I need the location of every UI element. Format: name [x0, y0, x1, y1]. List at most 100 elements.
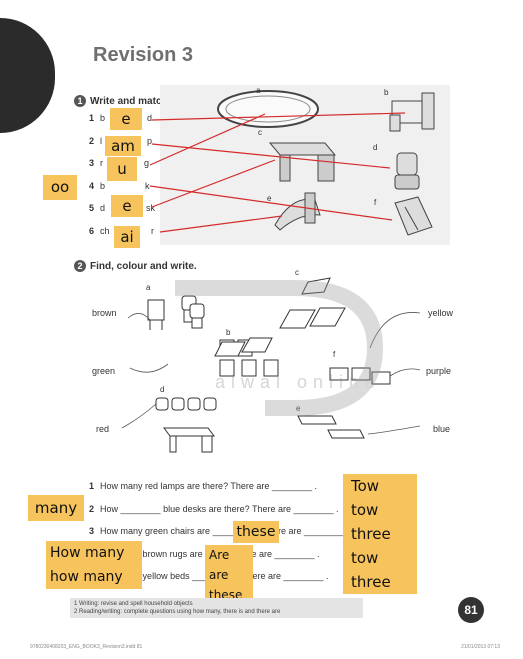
question-text: How ________ blue desks are there? There…: [100, 504, 339, 514]
answer-right-5: three: [351, 573, 391, 591]
bed-picture: [389, 92, 435, 132]
footnote-line-2: 2 Reading/writing: complete questions us…: [74, 609, 281, 615]
answer-column-right: Tow tow three tow three: [343, 474, 417, 594]
word-prefix: b: [100, 181, 106, 191]
find-scene: [121, 277, 420, 453]
print-slug: 9780230408203_ENG_BOOK3_Revision3.indd 8…: [30, 644, 500, 650]
answer-right-3: three: [351, 525, 391, 543]
answer-right-1: Tow: [351, 477, 380, 495]
answer-these: these: [233, 521, 279, 543]
section-number: 2: [74, 260, 86, 272]
question-number: 2: [89, 504, 95, 514]
scene-label-f: f: [333, 350, 336, 359]
fill-answer-6: ai: [114, 226, 140, 248]
match-pictures: [160, 85, 450, 245]
print-slug-file: 9780230408203_ENG_BOOK3_Revision3.indd 8…: [30, 644, 143, 650]
book-picture: [394, 196, 433, 236]
word-suffix: sk: [146, 203, 155, 213]
answer-right-4: tow: [351, 549, 379, 567]
match-line-6: [159, 215, 283, 233]
fill-answer-2: am: [105, 136, 141, 156]
lamps-top: [181, 295, 205, 329]
fill-answer-5: e: [111, 195, 143, 217]
section-1-heading: 1 Write and match.: [74, 95, 170, 107]
pic-label-a: a: [256, 86, 261, 95]
question-2: 2 How ________ blue desks are there? Ther…: [89, 504, 339, 514]
scene-label-a: a: [146, 283, 151, 292]
question-number: 1: [89, 481, 95, 491]
row-number: 3: [89, 158, 95, 168]
label-line-purple: [389, 368, 420, 377]
match-line-3: [149, 113, 266, 166]
row-number: 5: [89, 203, 95, 213]
beds-f: [329, 367, 391, 385]
row-number: 2: [89, 136, 95, 146]
pic-label-d: d: [373, 143, 378, 152]
lamp-picture: [394, 152, 420, 190]
answer-right-2: tow: [351, 501, 379, 519]
word-prefix: ch: [100, 226, 110, 236]
label-line-green: [129, 363, 169, 373]
row-number: 1: [89, 113, 95, 123]
colour-green: green: [92, 366, 116, 376]
match-line-1: [151, 112, 406, 121]
scene-label-e: e: [296, 404, 301, 413]
watermark-logo: alwal online: [175, 280, 384, 416]
section-title: Write and match.: [90, 96, 171, 107]
row-number: 6: [89, 226, 95, 236]
footnote-line-1: 1 Writing: revise and spell household ob…: [74, 601, 193, 607]
answer-how-many-box: How many how many: [46, 541, 142, 589]
section-number: 1: [74, 95, 86, 107]
pic-label-c: c: [258, 128, 262, 137]
word-prefix: d: [100, 203, 106, 213]
label-line-brown: [127, 313, 151, 321]
fill-answer-1: e: [110, 108, 142, 130]
label-line-blue: [367, 425, 420, 435]
word-suffix: d: [147, 113, 153, 123]
word-prefix: r: [100, 158, 104, 168]
colour-brown: brown: [92, 308, 117, 318]
watermark-text: alwal online: [215, 372, 381, 392]
colour-red: red: [96, 424, 110, 434]
word-prefix: b: [100, 113, 106, 123]
colour-yellow: yellow: [428, 308, 454, 318]
word-row-6: 6 ch: [89, 226, 110, 236]
answer-are: are: [209, 568, 229, 582]
word-suffix: k: [145, 181, 150, 191]
answer-are-capital: Are: [209, 548, 230, 562]
word-suffix: r: [151, 226, 154, 236]
label-line-red: [121, 403, 157, 429]
scene-label-b: b: [226, 328, 231, 337]
colour-purple: purple: [426, 366, 452, 376]
chair-a: [147, 299, 165, 330]
match-line-5: [151, 159, 276, 208]
footnote-box: 1 Writing: revise and spell household ob…: [70, 598, 363, 618]
lamps-d: [155, 397, 217, 411]
question-number: 3: [89, 526, 95, 536]
print-slug-date: 21/01/2013 07:13: [461, 644, 500, 650]
rugs-middle: [214, 337, 273, 357]
pic-label-e: e: [267, 194, 272, 203]
colour-blue: blue: [433, 424, 451, 434]
match-line-2: [151, 143, 391, 169]
scene-label-d: d: [160, 385, 165, 394]
desks-bottom: [163, 415, 365, 453]
scene-label-c: c: [295, 268, 299, 277]
rugs-c: [279, 277, 346, 329]
page-number: 81: [458, 597, 484, 623]
row-number: 4: [89, 181, 95, 191]
answer-many: many: [28, 495, 84, 521]
answer-how-many: How many: [50, 545, 125, 561]
answer-how-many-lower: how many: [50, 569, 123, 585]
word-suffix: g: [144, 158, 150, 168]
